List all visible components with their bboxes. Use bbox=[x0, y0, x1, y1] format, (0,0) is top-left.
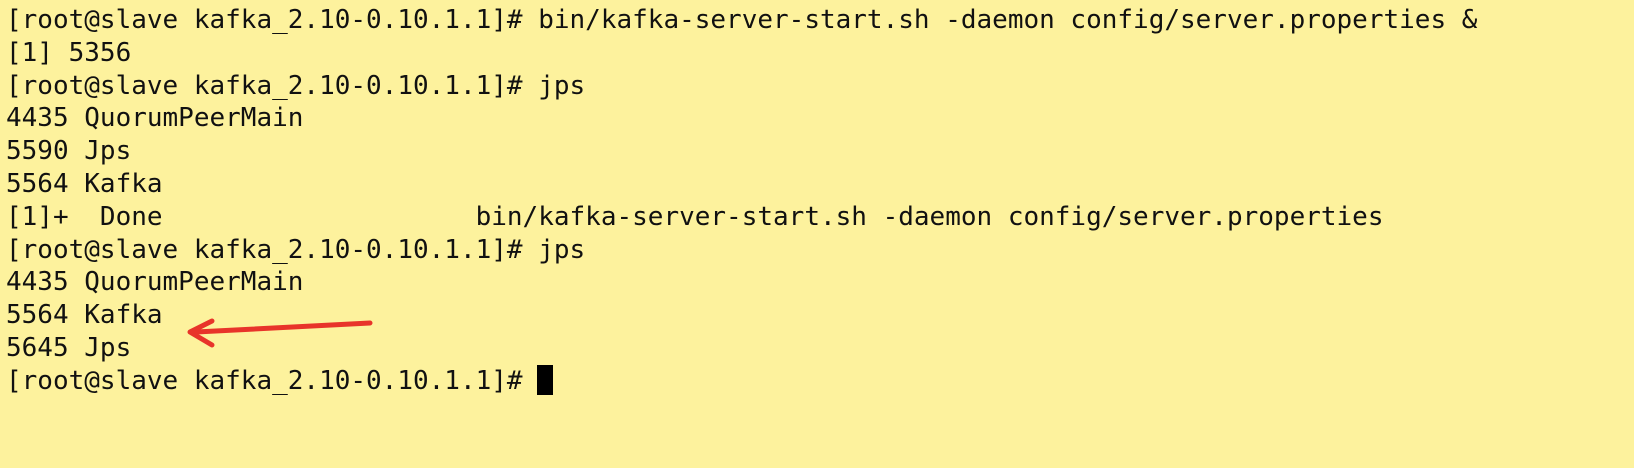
terminal-line-5: 5590 Jps bbox=[6, 136, 132, 167]
terminal-line-3: [root@slave kafka_2.10-0.10.1.1]# jps bbox=[6, 70, 586, 101]
terminal-line-6: 5564 Kafka bbox=[6, 168, 163, 199]
terminal-line-7: [1]+ Done bin/kafka-server-start.sh -dae… bbox=[6, 201, 1384, 232]
terminal-cursor bbox=[536, 364, 553, 395]
terminal-line-9: 4435 QuorumPeerMain bbox=[6, 267, 304, 298]
terminal-output[interactable]: [root@slave kafka_2.10-0.10.1.1]# bin/ka… bbox=[6, 4, 1626, 464]
terminal-line-8: [root@slave kafka_2.10-0.10.1.1]# jps bbox=[6, 234, 586, 265]
terminal-line-11: 5645 Jps bbox=[6, 332, 132, 363]
terminal-prompt-line[interactable]: [root@slave kafka_2.10-0.10.1.1]# bbox=[6, 364, 1626, 398]
terminal-line-1: [root@slave kafka_2.10-0.10.1.1]# bin/ka… bbox=[6, 5, 1478, 35]
terminal-line-4: 4435 QuorumPeerMain bbox=[6, 103, 304, 134]
terminal-line-10-kafka: 5564 Kafka bbox=[6, 300, 163, 331]
terminal-prompt: [root@slave kafka_2.10-0.10.1.1]# bbox=[6, 365, 523, 396]
terminal-line-2: [1] 5356 bbox=[6, 37, 132, 68]
